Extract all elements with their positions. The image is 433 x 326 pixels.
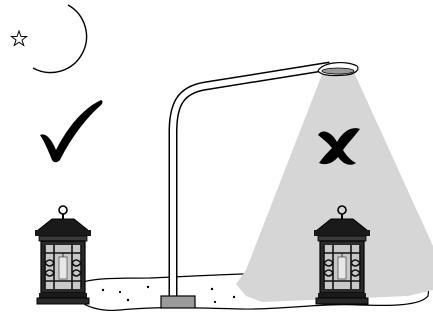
- lantern-left: [34, 205, 92, 305]
- cross-icon: [318, 128, 360, 165]
- crescent-moon-icon: [32, 4, 88, 74]
- streetlight-light-cone: [236, 70, 433, 302]
- star-icon: [9, 29, 29, 47]
- streetlight: [160, 61, 359, 309]
- checkmark-icon: [40, 100, 103, 163]
